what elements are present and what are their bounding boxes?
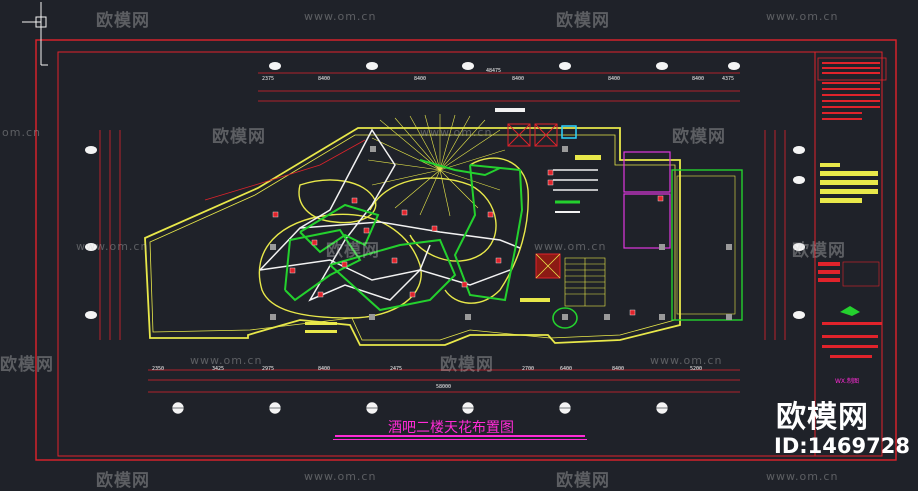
green-ceiling-lines (284, 159, 524, 312)
outer-frame (35, 39, 897, 461)
bottom-dimension-lines (148, 369, 740, 393)
right-wing-room-inner (676, 175, 736, 315)
magenta-room-bottom (623, 193, 671, 249)
title-underline (335, 435, 585, 437)
fire-escape-box (535, 253, 561, 279)
titleblock-legend (817, 57, 887, 358)
bottom-dimension-4: 8400 (318, 366, 331, 372)
bottom-dimension-9: 5200 (690, 366, 703, 372)
right-axis-markers (793, 146, 805, 319)
bottom-axis-markers (171, 401, 669, 415)
yellow-note-block-c (305, 322, 337, 325)
legend-lines (553, 169, 598, 213)
left-axis-markers (85, 146, 97, 319)
white-ceiling-lines (259, 128, 521, 302)
red-diagonal-line (204, 139, 366, 201)
top-dimension-2: 8400 (318, 76, 331, 82)
magenta-room-top (623, 151, 671, 193)
inner-frame (57, 51, 883, 457)
titleblock-caption: WX.制图 (835, 378, 859, 385)
elevator-core (507, 123, 558, 147)
top-dimension-4: 8400 (512, 76, 525, 82)
bottom-dimension-2: 3425 (212, 366, 225, 372)
bottom-dimension-8: 8400 (612, 366, 625, 372)
top-total-dimension: 48475 (486, 68, 502, 74)
right-dimension-lines (764, 130, 786, 340)
bottom-dimension-7: 6400 (560, 366, 573, 372)
bottom-dimension-6: 2700 (522, 366, 535, 372)
bottom-total-dimension: 58000 (436, 384, 452, 390)
yellow-note-block-d (305, 330, 337, 333)
structural-columns (270, 146, 732, 320)
starburst-ceiling (367, 114, 506, 217)
bottom-dimension-1: 2350 (152, 366, 165, 372)
building-outline-inner (149, 134, 676, 341)
yellow-note-block-a (575, 155, 601, 160)
bottom-dimension-5: 2475 (390, 366, 403, 372)
white-note-block (495, 108, 525, 112)
top-dimension-3: 8400 (414, 76, 427, 82)
ucs-icon (22, 2, 48, 66)
site-logo: 欧模网 (776, 400, 869, 435)
right-wing-room (671, 169, 743, 321)
round-feature (552, 307, 578, 329)
top-dimension-lines (258, 72, 740, 102)
top-dimension-5: 8400 (608, 76, 621, 82)
model-id-label: ID:1469728 (774, 434, 910, 458)
yellow-note-block-b (520, 298, 550, 302)
bottom-dimension-3: 2975 (262, 366, 275, 372)
cyan-box (561, 125, 577, 139)
top-dimension-7: 4375 (722, 76, 735, 82)
title-underline-thin (333, 439, 587, 440)
ceiling-fixtures (272, 169, 664, 316)
building-outline (144, 127, 681, 346)
top-dimension-6: 8400 (692, 76, 705, 82)
drawing-title: 酒吧二楼天花布置图 (388, 420, 514, 436)
stair-core (564, 257, 606, 307)
left-dimension-lines (99, 130, 121, 340)
top-axis-markers (269, 62, 740, 70)
top-dimension-1: 2375 (262, 76, 275, 82)
organic-ceiling-forms (258, 157, 529, 319)
